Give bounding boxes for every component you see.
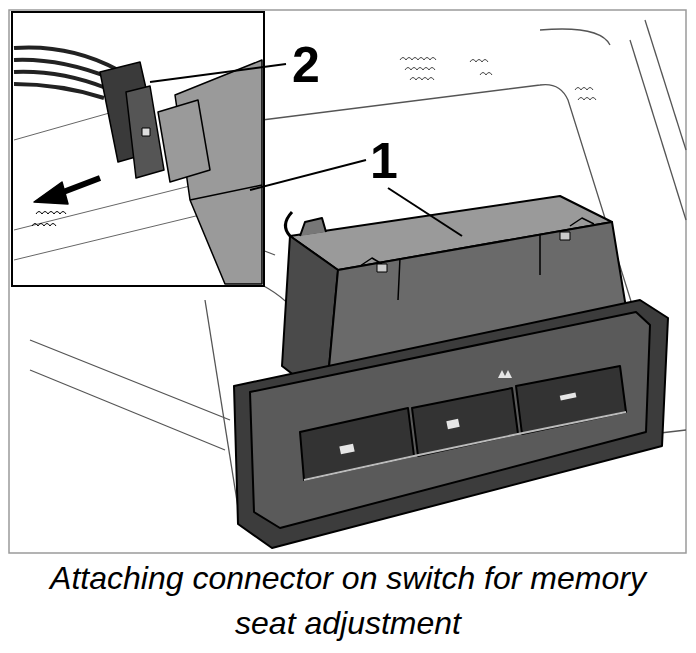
callout-number: 1: [370, 136, 398, 186]
picture-frame: [9, 10, 686, 553]
callout-number: 2: [292, 40, 320, 90]
figure-caption: Attaching connector on switch for memory…: [48, 556, 648, 646]
detail-inset: [12, 12, 264, 286]
fabric-texture: [400, 58, 596, 101]
inset-detail: [14, 47, 262, 284]
memory-switch: [234, 196, 668, 548]
